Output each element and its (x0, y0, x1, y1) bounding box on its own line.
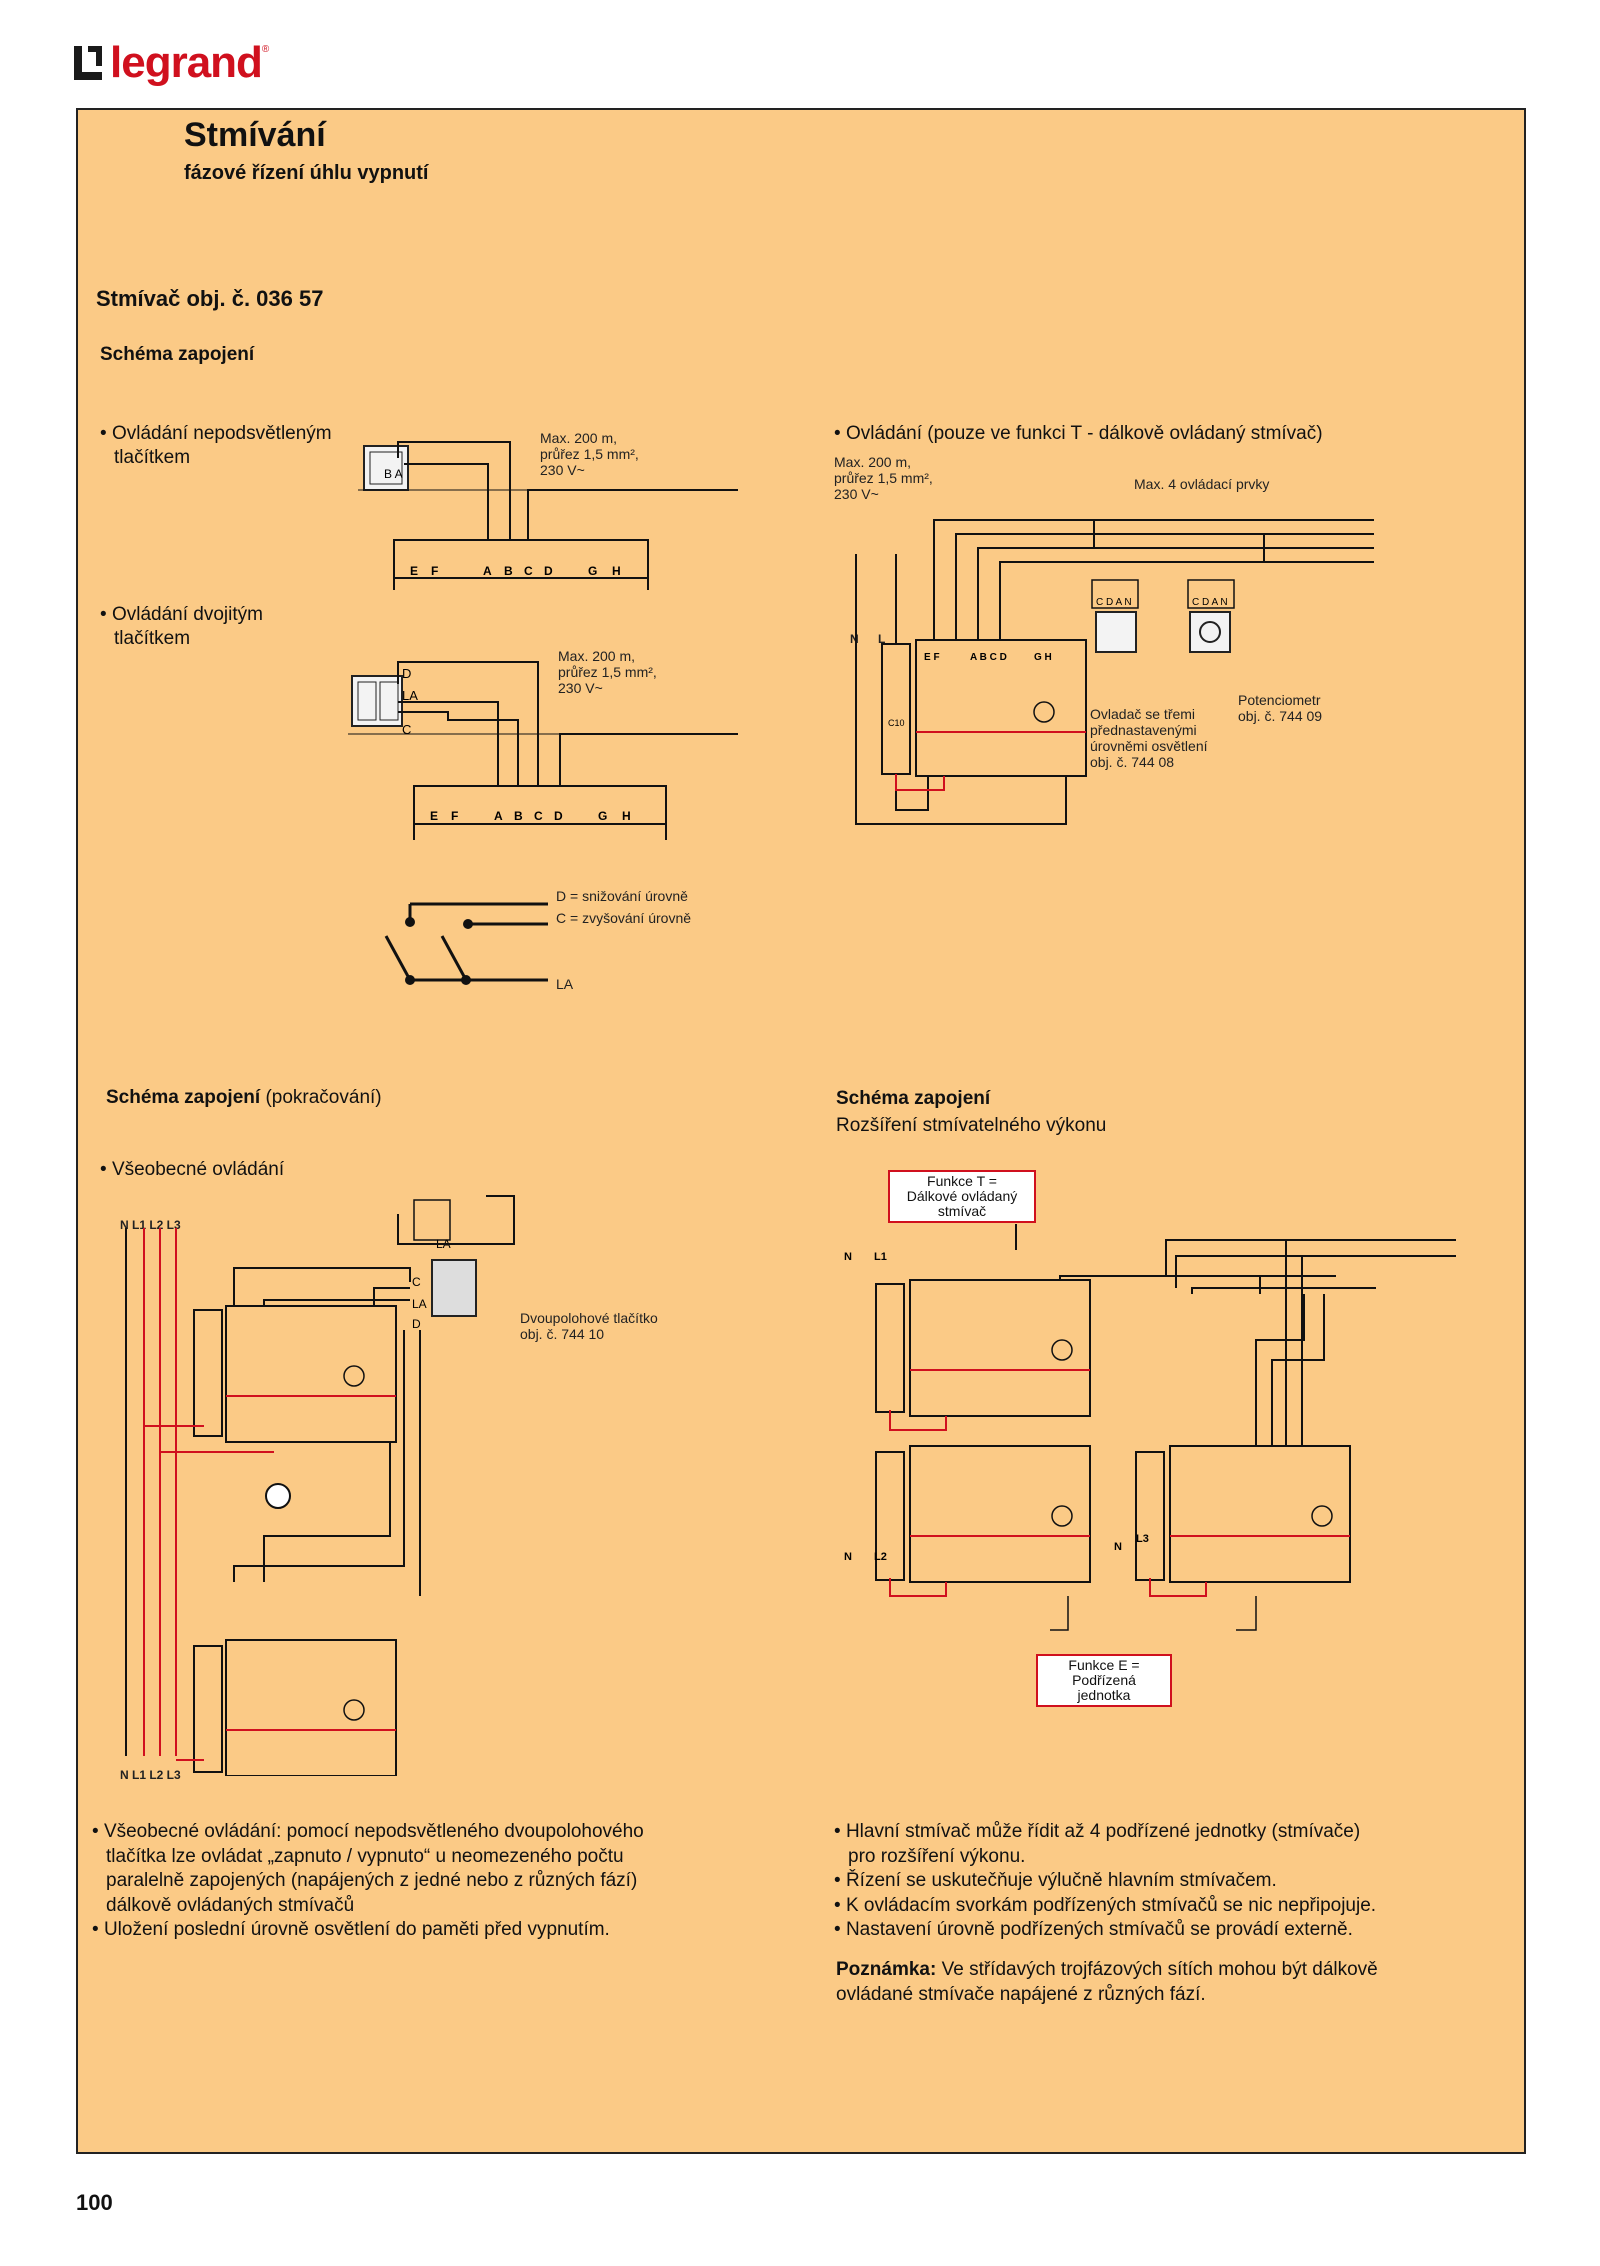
content-panel: Stmívání fázové řízení úhlu vypnutí Stmí… (76, 108, 1526, 2154)
diagram-remote-control: C D A N C D A N C10 E F A B C D G H (855, 519, 1374, 825)
svg-text:N: N (844, 1251, 852, 1263)
cable-spec-2: Max. 200 m,průřez 1,5 mm²,230 V~ (558, 648, 657, 696)
control-terminal-1 (1091, 579, 1139, 609)
section1-heading: Schéma zapojení (100, 344, 255, 365)
svg-text:E: E (410, 564, 418, 578)
legrand-logo: legrand ® (74, 38, 269, 88)
switch-legend-diagram (384, 902, 548, 985)
slave-breaker-1 (875, 1451, 905, 1581)
svg-text:G: G (588, 564, 597, 578)
max-controls-label: Max. 4 ovládací prvky (1134, 476, 1270, 492)
svg-text:A B C D: A B C D (970, 652, 1007, 663)
legrand-logo-icon (74, 46, 104, 80)
three-level-controller-icon (1095, 611, 1137, 653)
section2-heading: Schéma zapojení (pokračování) (106, 1087, 382, 1108)
legend-c: C = zvyšování úrovně (556, 910, 692, 926)
svg-text:H: H (622, 809, 631, 823)
master-breaker (875, 1283, 905, 1413)
svg-text:G H: G H (1034, 652, 1052, 663)
brand-name: legrand (110, 38, 263, 87)
l-label: L (878, 632, 886, 646)
slave-breaker-2 (1135, 1451, 1165, 1581)
dimmer-module-1 (225, 1305, 397, 1443)
cable-spec-1: Max. 200 m,průřez 1,5 mm²,230 V~ (540, 430, 639, 478)
svg-text:N: N (844, 1551, 852, 1563)
svg-text:E: E (430, 809, 438, 823)
svg-text:C D A N: C D A N (1192, 597, 1228, 608)
circuit-breaker-1 (193, 1309, 223, 1437)
slave-dimmer-2 (1169, 1445, 1351, 1583)
svg-text:A: A (483, 564, 492, 578)
bullet-general-control: • Všeobecné ovládání (100, 1159, 285, 1180)
pushbutton-icon (363, 445, 409, 491)
page-number: 100 (76, 2190, 113, 2215)
svg-text:LA: LA (402, 688, 418, 703)
svg-text:E F: E F (924, 652, 940, 663)
two-way-pushbutton-icon (431, 1259, 477, 1317)
svg-text:D: D (554, 809, 563, 823)
circuit-breaker-2 (193, 1645, 223, 1773)
svg-text:C: C (534, 809, 543, 823)
svg-text:C10: C10 (888, 718, 905, 728)
master-dimmer (909, 1279, 1091, 1417)
svg-text:C: C (402, 722, 411, 737)
dimmer-terminal-block (413, 785, 667, 825)
cable-spec-3: Max. 200 m,průřez 1,5 mm²,230 V~ (834, 454, 933, 502)
double-pushbutton-icon (351, 675, 403, 727)
svg-text:H: H (612, 564, 621, 578)
svg-text:D: D (544, 564, 553, 578)
page-subtitle: fázové řízení úhlu vypnutí (184, 162, 429, 184)
svg-text:D: D (402, 666, 411, 681)
brand-reg: ® (261, 44, 270, 55)
svg-text:LA: LA (412, 1297, 427, 1311)
dimmer-module-2 (225, 1639, 397, 1776)
bus-label-bottom: N L1 L2 L3 (120, 1768, 181, 1782)
svg-text:C D A N: C D A N (1096, 597, 1132, 608)
n-label: N (850, 632, 859, 646)
bus-label-top: N L1 L2 L3 (120, 1218, 181, 1232)
svg-text:L3: L3 (1136, 1533, 1149, 1545)
product-heading: Stmívač obj. č. 036 57 (96, 286, 324, 311)
dimmer-terminal-block (393, 539, 649, 579)
svg-text:B: B (514, 809, 523, 823)
svg-text:B A: B A (384, 467, 403, 481)
svg-text:F: F (431, 564, 438, 578)
control-terminal-2 (1187, 579, 1235, 609)
svg-text:B: B (504, 564, 513, 578)
section3-heading: Schéma zapojení (836, 1088, 991, 1109)
notes-left: • Všeobecné ovládání: pomocí nepodsvětle… (92, 1821, 644, 1940)
svg-text:D: D (412, 1317, 421, 1331)
section3-subheading: Rozšíření stmívatelného výkonu (836, 1115, 1107, 1136)
svg-text:C: C (412, 1275, 421, 1289)
svg-text:L2: L2 (874, 1551, 887, 1563)
svg-text:G: G (598, 809, 607, 823)
legend-la: LA (556, 976, 574, 992)
bullet-remote-control: • Ovládání (pouze ve funkci T - dálkově … (834, 423, 1323, 444)
svg-text:A: A (494, 809, 503, 823)
legend-d: D = snižování úrovně (556, 888, 688, 904)
svg-text:F: F (451, 809, 458, 823)
svg-text:L1: L1 (874, 1251, 887, 1263)
lamp-icon-1 (265, 1483, 291, 1509)
slave-dimmer-1 (909, 1445, 1091, 1583)
page-title: Stmívání (184, 116, 326, 154)
svg-text:C: C (524, 564, 533, 578)
notes-right: • Hlavní stmívač může řídit až 4 podříze… (834, 1821, 1377, 1940)
potentiometer-icon (1189, 611, 1231, 653)
dimmer-module (915, 639, 1087, 777)
circuit-breaker (881, 643, 911, 775)
poznamka: Poznámka: Ve střídavých trojfázových sít… (836, 1959, 1378, 2005)
svg-text:N: N (1114, 1541, 1122, 1553)
